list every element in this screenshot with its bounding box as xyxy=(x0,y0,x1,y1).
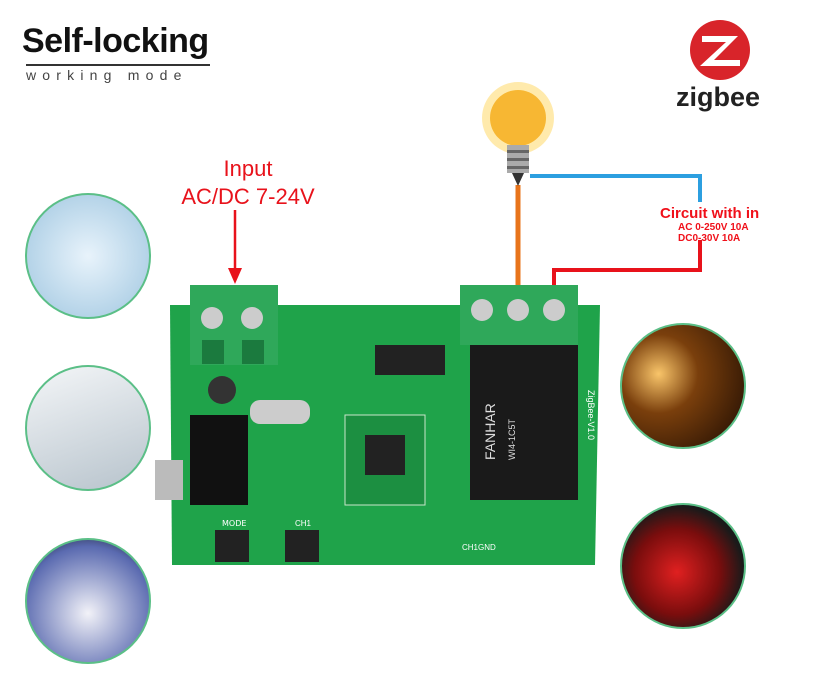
input-label-line1: Input xyxy=(223,156,273,181)
electric-kettle-image xyxy=(620,503,746,629)
red-wire xyxy=(552,240,702,295)
relay-brand: FANHAR xyxy=(482,403,498,460)
output-terminal-block xyxy=(460,285,578,345)
antenna-coil xyxy=(190,415,248,505)
title: Self-locking xyxy=(22,22,209,60)
ch1-label: CH1 xyxy=(295,519,312,528)
water-heater-image xyxy=(25,365,151,491)
subtitle: working mode xyxy=(26,67,188,83)
relay-model: WI4-1C5T xyxy=(507,418,517,460)
ch1gnd-label: CH1GND xyxy=(462,543,496,552)
relay xyxy=(470,345,578,500)
circuit-label: Circuit with in AC 0-250V 10A DC0-30V 10… xyxy=(660,205,759,244)
model-label: ZigBee-V1.0 xyxy=(586,390,596,440)
mode-label: MODE xyxy=(222,519,246,528)
zigbee-logo-text: zigbee xyxy=(676,82,761,112)
light-bulb-icon xyxy=(482,82,554,186)
ch1-button xyxy=(285,530,319,562)
zigbee-logo-icon xyxy=(690,20,750,80)
water-dispenser-image xyxy=(25,193,151,319)
usb-port xyxy=(155,460,183,500)
circuit-dc: DC0-30V 10A xyxy=(678,233,741,244)
circuit-ac: AC 0-250V 10A xyxy=(678,222,749,233)
input-label-line2: AC/DC 7-24V xyxy=(181,184,315,209)
divider xyxy=(26,64,210,66)
blue-wire xyxy=(530,174,702,202)
humidifier-image xyxy=(25,538,151,664)
circuit-title: Circuit with in xyxy=(660,205,760,222)
zigbee-chip xyxy=(365,435,405,475)
input-arrow-icon xyxy=(228,210,242,284)
mode-button xyxy=(215,530,249,562)
input-terminal-block xyxy=(190,285,278,365)
input-label: Input AC/DC 7-24V xyxy=(168,155,328,211)
relay-board: FANHAR WI4-1C5T ZigBee-V1.0 MODE CH1 CH1… xyxy=(155,285,600,565)
pendant-lamps-image xyxy=(620,323,746,449)
